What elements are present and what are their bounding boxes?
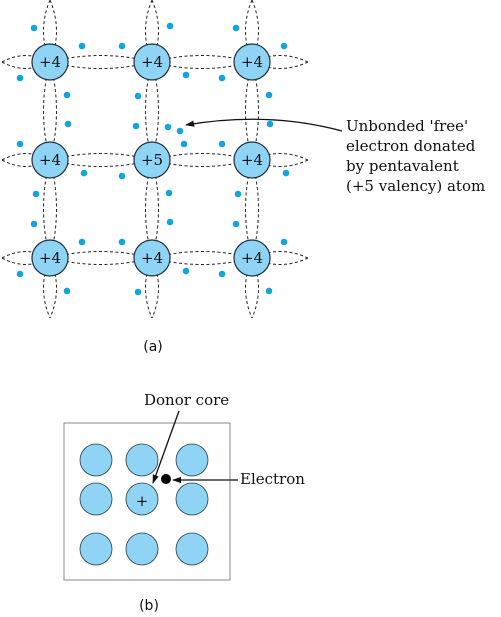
atom-valency-label: +4 bbox=[141, 53, 163, 71]
bond-line bbox=[251, 257, 259, 319]
bond-line bbox=[151, 257, 159, 319]
n-type-lattice-panel: +4 +4 +4 +4 +5 +4 +4 +4 +4 Unbonded 'free' elect… bbox=[1, 0, 485, 355]
donor-core-panel: + Donor core Electron (b) bbox=[63, 391, 305, 614]
free-electron-arrow bbox=[185, 118, 343, 132]
bond-line bbox=[251, 61, 309, 69]
valence-electron bbox=[218, 270, 226, 278]
atom-valency-label: +4 bbox=[141, 249, 163, 267]
valence-electron bbox=[182, 267, 190, 275]
atom bbox=[31, 43, 69, 81]
donor-core-label: Donor core bbox=[144, 391, 229, 409]
bond-line bbox=[251, 159, 309, 167]
valence-electron bbox=[78, 238, 86, 246]
electron-dot bbox=[161, 474, 171, 484]
bond-line bbox=[145, 257, 153, 319]
atom-valency-label: +4 bbox=[241, 151, 263, 169]
valence-electron bbox=[165, 189, 173, 197]
atom bbox=[31, 239, 69, 277]
atom bbox=[133, 141, 171, 179]
valence-electron bbox=[118, 172, 126, 180]
annotation-line-3: by pentavalent bbox=[346, 157, 459, 175]
valence-electron bbox=[30, 24, 38, 32]
valence-electron bbox=[232, 220, 240, 228]
valence-electron bbox=[16, 74, 24, 82]
crystal-atom bbox=[79, 443, 113, 477]
valence-electron bbox=[182, 71, 190, 79]
valence-electron bbox=[63, 287, 71, 295]
caption-a: (a) bbox=[143, 339, 163, 355]
atom bbox=[31, 141, 69, 179]
bond-line bbox=[251, 257, 309, 265]
valence-electron bbox=[134, 288, 142, 296]
valence-electron bbox=[166, 218, 174, 226]
atom bbox=[133, 239, 171, 277]
valence-electron bbox=[232, 24, 240, 32]
crystal-atom bbox=[175, 482, 209, 516]
valence-electron bbox=[64, 120, 72, 128]
atom-valency-label: +4 bbox=[39, 151, 61, 169]
annotation-line-1: Unbonded 'free' bbox=[346, 117, 468, 135]
valence-electron bbox=[80, 169, 88, 177]
valence-electron bbox=[78, 42, 86, 50]
valence-electron bbox=[30, 220, 38, 228]
bond-line bbox=[43, 257, 51, 319]
donor-core-arrow bbox=[152, 410, 180, 484]
atom-valency-label: +4 bbox=[39, 53, 61, 71]
lattice-atoms: +4 +4 +4 +4 +5 +4 +4 +4 +4 bbox=[31, 43, 271, 277]
donor-core-atom bbox=[125, 482, 159, 516]
valence-electron bbox=[63, 91, 71, 99]
crystal-atom bbox=[175, 443, 209, 477]
crystal-atom bbox=[125, 532, 159, 566]
free-electron bbox=[164, 123, 172, 131]
atom-valency-label: +5 bbox=[141, 151, 163, 169]
atom bbox=[133, 43, 171, 81]
valence-electron bbox=[265, 287, 273, 295]
valence-electron bbox=[280, 42, 288, 50]
valence-electron bbox=[16, 270, 24, 278]
valence-electron bbox=[118, 42, 126, 50]
electron-label: Electron bbox=[240, 470, 305, 488]
crystal-atoms bbox=[79, 443, 209, 566]
valence-electron bbox=[32, 190, 40, 198]
valence-electron bbox=[218, 74, 226, 82]
atom bbox=[233, 141, 271, 179]
annotation-line-2: electron donated bbox=[346, 137, 476, 155]
bond-line bbox=[251, 251, 309, 259]
valence-electron bbox=[180, 140, 188, 148]
valence-electron bbox=[134, 92, 142, 100]
annotation-line-4: (+5 valency) atom bbox=[346, 177, 485, 195]
valence-electron bbox=[265, 91, 273, 99]
valence-electron bbox=[218, 140, 226, 148]
valence-electron bbox=[234, 190, 242, 198]
atom-valency-label: +4 bbox=[241, 53, 263, 71]
crystal-atom bbox=[125, 443, 159, 477]
valence-electrons bbox=[16, 22, 290, 296]
free-electron-partner bbox=[176, 127, 184, 135]
valence-electron bbox=[16, 140, 24, 148]
valence-electron bbox=[166, 22, 174, 30]
free-electron-annotation: Unbonded 'free' electron donated by pent… bbox=[346, 117, 485, 195]
valence-electron bbox=[282, 169, 290, 177]
bond-line bbox=[49, 257, 57, 319]
bond-line bbox=[251, 153, 309, 161]
crystal-atom bbox=[79, 532, 113, 566]
valence-electron bbox=[280, 238, 288, 246]
valence-electron bbox=[132, 122, 140, 130]
crystal-atom bbox=[79, 482, 113, 516]
crystal-atom bbox=[175, 532, 209, 566]
bond-line bbox=[245, 257, 253, 319]
valence-electron bbox=[118, 238, 126, 246]
donor-core-symbol: + bbox=[136, 492, 149, 510]
atom-valency-label: +4 bbox=[241, 249, 263, 267]
caption-b: (b) bbox=[139, 598, 159, 614]
atom bbox=[233, 239, 271, 277]
atom-valency-label: +4 bbox=[39, 249, 61, 267]
bond-line bbox=[251, 55, 309, 63]
valence-electron bbox=[266, 120, 274, 128]
atom bbox=[233, 43, 271, 81]
